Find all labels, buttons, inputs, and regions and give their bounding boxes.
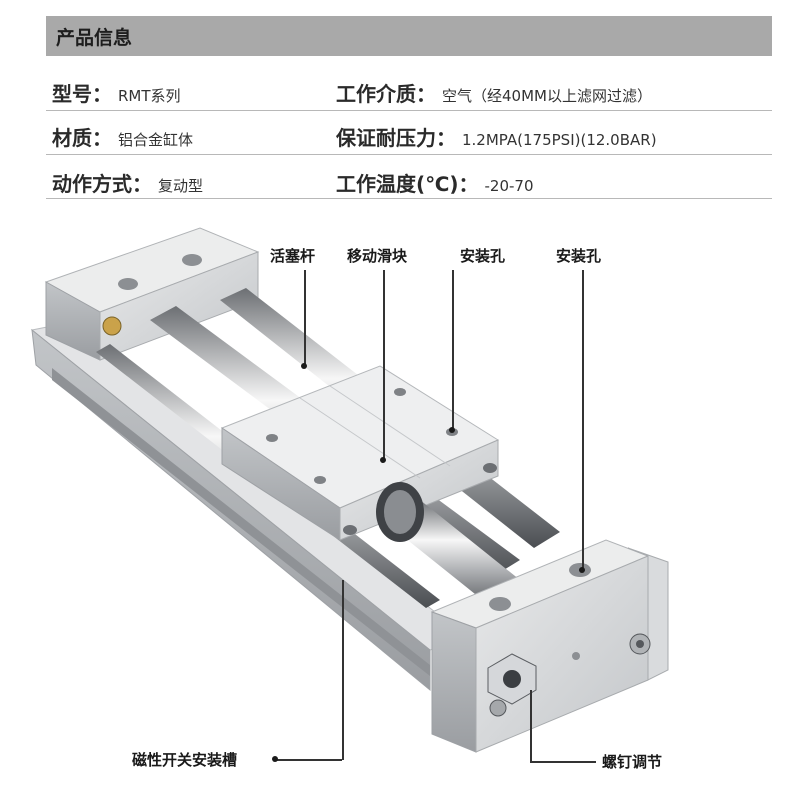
callout-dot (449, 427, 455, 433)
front-end-block (430, 539, 669, 753)
callout-mount-hole: 安装孔 (556, 247, 602, 265)
section-title: 产品信息 (56, 27, 133, 49)
base-rail (30, 321, 472, 692)
moving-slider (220, 365, 500, 541)
spec-value: 铝合金缸体 (118, 131, 194, 149)
spec-value: RMT系列 (118, 87, 181, 105)
callout-line (383, 270, 385, 460)
callout-line (530, 690, 532, 762)
callout-dot (301, 363, 307, 369)
callout-magnetic-switch-slot: 磁性开关安装槽 (132, 751, 238, 769)
callout-line (530, 761, 596, 763)
spec-label: 工作介质： (336, 82, 436, 106)
spec-medium: 工作介质： 空气（经40MM以上滤网过滤） (336, 78, 652, 107)
callout-piston-rod: 活塞杆 (270, 247, 316, 265)
callout-dot (579, 567, 585, 573)
callout-dot (272, 756, 278, 762)
callout-line (582, 270, 584, 570)
callout-screw-adjust: 螺钉调节 (602, 753, 663, 771)
callout-line (452, 270, 454, 430)
spec-label: 型号： (52, 82, 112, 106)
spec-label: 材质： (52, 126, 112, 150)
callout-line (304, 270, 306, 366)
divider (46, 198, 772, 199)
divider (46, 110, 772, 111)
divider (46, 154, 772, 155)
spec-value: 复动型 (158, 177, 204, 195)
spec-temperature: 工作温度(℃)： -20-70 (336, 168, 534, 197)
spec-pressure: 保证耐压力： 1.2MPA(175PSI)(12.0BAR) (336, 122, 657, 151)
spec-label: 工作温度(℃)： (336, 172, 479, 196)
callout-moving-slider: 移动滑块 (347, 247, 408, 265)
spec-label: 保证耐压力： (336, 126, 456, 150)
rear-end-block (44, 227, 260, 361)
callout-mount-hole: 安装孔 (460, 247, 506, 265)
callout-dot (380, 457, 386, 463)
spec-value: 1.2MPA(175PSI)(12.0BAR) (462, 131, 657, 149)
callout-line (276, 759, 342, 761)
spec-value: -20-70 (484, 177, 534, 195)
callout-line (342, 580, 344, 760)
spec-material: 材质： 铝合金缸体 (52, 122, 193, 151)
section-header: 产品信息 (46, 16, 772, 56)
spec-value: 空气（经40MM以上滤网过滤） (442, 87, 652, 105)
spec-label: 动作方式： (52, 172, 152, 196)
spec-model: 型号： RMT系列 (52, 78, 181, 107)
spec-action: 动作方式： 复动型 (52, 168, 203, 197)
